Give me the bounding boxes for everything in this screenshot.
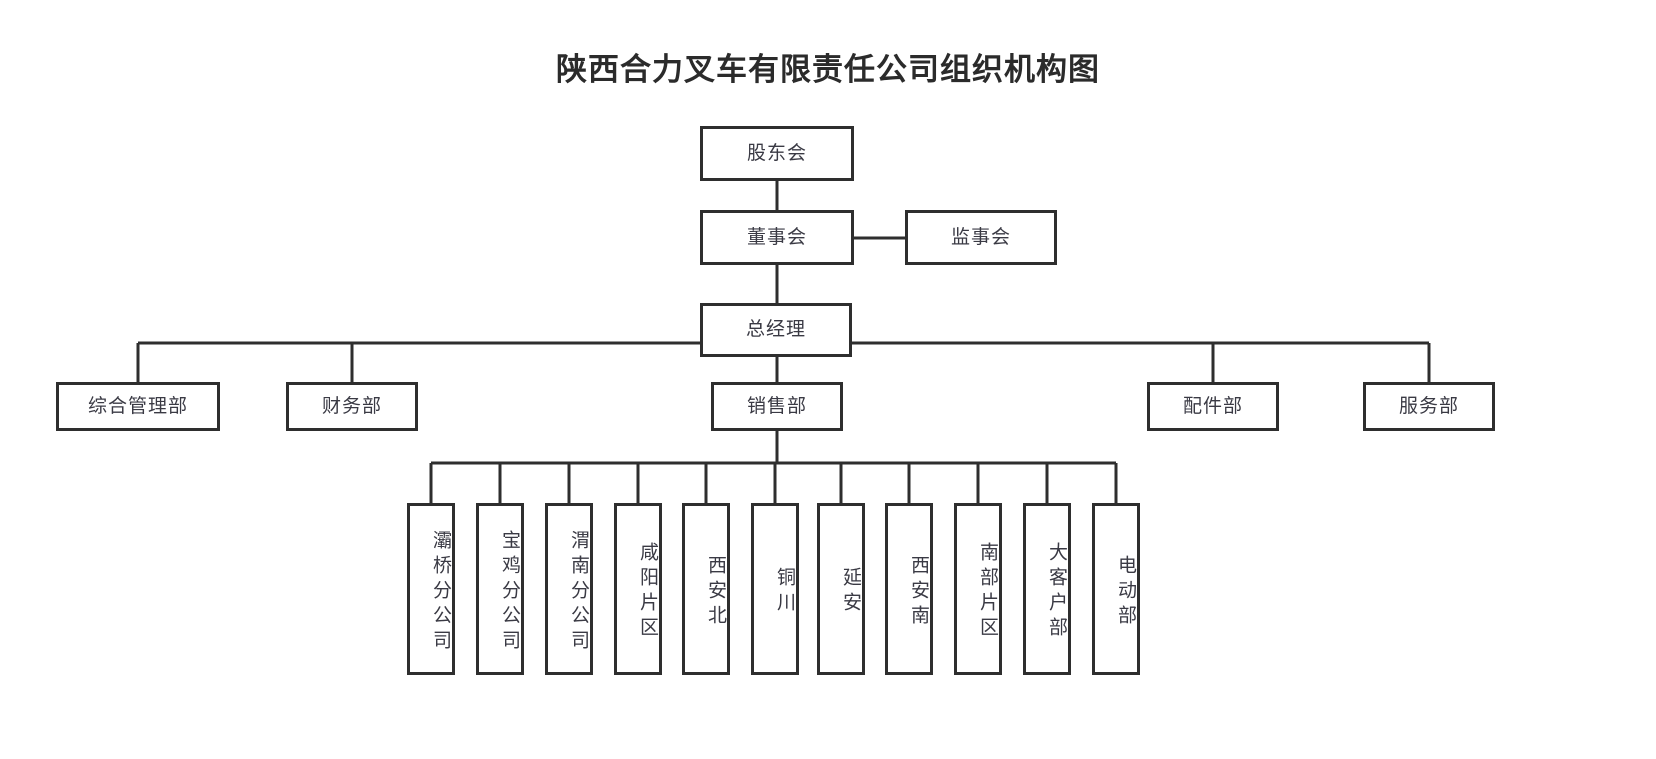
node-sales-unit-baoji-branch[interactable]: 宝鸡分公司 xyxy=(476,503,524,675)
node-department-sales[interactable]: 销售部 xyxy=(711,382,843,431)
node-shareholders-label: 股东会 xyxy=(746,141,807,164)
node-sales-unit-tongchuan[interactable]: 铜川 xyxy=(751,503,799,675)
node-sales-unit-3-label: 咸阳片区 xyxy=(637,542,659,642)
node-sales-unit-xian-north[interactable]: 西安北 xyxy=(682,503,730,675)
node-sales-unit-key-accounts[interactable]: 大客户部 xyxy=(1023,503,1071,675)
node-board-of-supervisors-label: 监事会 xyxy=(950,225,1011,248)
node-sales-unit-8-label: 南部片区 xyxy=(977,542,999,642)
node-general-manager-label: 总经理 xyxy=(745,318,806,341)
node-sales-unit-2-label: 渭南分公司 xyxy=(568,529,590,655)
node-department-service[interactable]: 服务部 xyxy=(1363,382,1495,431)
node-department-2-label: 销售部 xyxy=(746,394,807,417)
node-board-of-supervisors[interactable]: 监事会 xyxy=(905,210,1057,265)
node-sales-unit-1-label: 宝鸡分公司 xyxy=(499,529,521,655)
node-sales-unit-electric[interactable]: 电动部 xyxy=(1092,503,1140,675)
node-sales-unit-6-label: 延安 xyxy=(840,567,862,617)
node-sales-unit-xianyang-area[interactable]: 咸阳片区 xyxy=(614,503,662,675)
node-department-finance[interactable]: 财务部 xyxy=(286,382,418,431)
node-department-3-label: 配件部 xyxy=(1182,394,1243,417)
node-sales-unit-bachi-branch[interactable]: 灞桥分公司 xyxy=(407,503,455,675)
node-sales-unit-weinan-branch[interactable]: 渭南分公司 xyxy=(545,503,593,675)
node-sales-unit-xian-south[interactable]: 西安南 xyxy=(885,503,933,675)
node-department-0-label: 综合管理部 xyxy=(87,394,188,417)
node-board-of-directors-label: 董事会 xyxy=(746,225,807,248)
node-sales-unit-9-label: 大客户部 xyxy=(1046,542,1068,642)
node-general-manager[interactable]: 总经理 xyxy=(700,303,852,357)
node-sales-unit-7-label: 西安南 xyxy=(908,554,930,630)
node-sales-unit-10-label: 电动部 xyxy=(1115,554,1137,630)
node-sales-unit-south-area[interactable]: 南部片区 xyxy=(954,503,1002,675)
node-department-parts[interactable]: 配件部 xyxy=(1147,382,1279,431)
node-sales-unit-4-label: 西安北 xyxy=(705,554,727,630)
page-title: 陕西合力叉车有限责任公司组织机构图 xyxy=(556,52,1100,88)
node-sales-unit-0-label: 灞桥分公司 xyxy=(430,529,452,655)
node-department-1-label: 财务部 xyxy=(321,394,382,417)
node-department-4-label: 服务部 xyxy=(1398,394,1459,417)
node-shareholders[interactable]: 股东会 xyxy=(700,126,854,181)
node-sales-unit-5-label: 铜川 xyxy=(774,567,796,617)
node-sales-unit-yanan[interactable]: 延安 xyxy=(817,503,865,675)
node-department-comprehensive-management[interactable]: 综合管理部 xyxy=(56,382,220,431)
node-board-of-directors[interactable]: 董事会 xyxy=(700,210,854,265)
